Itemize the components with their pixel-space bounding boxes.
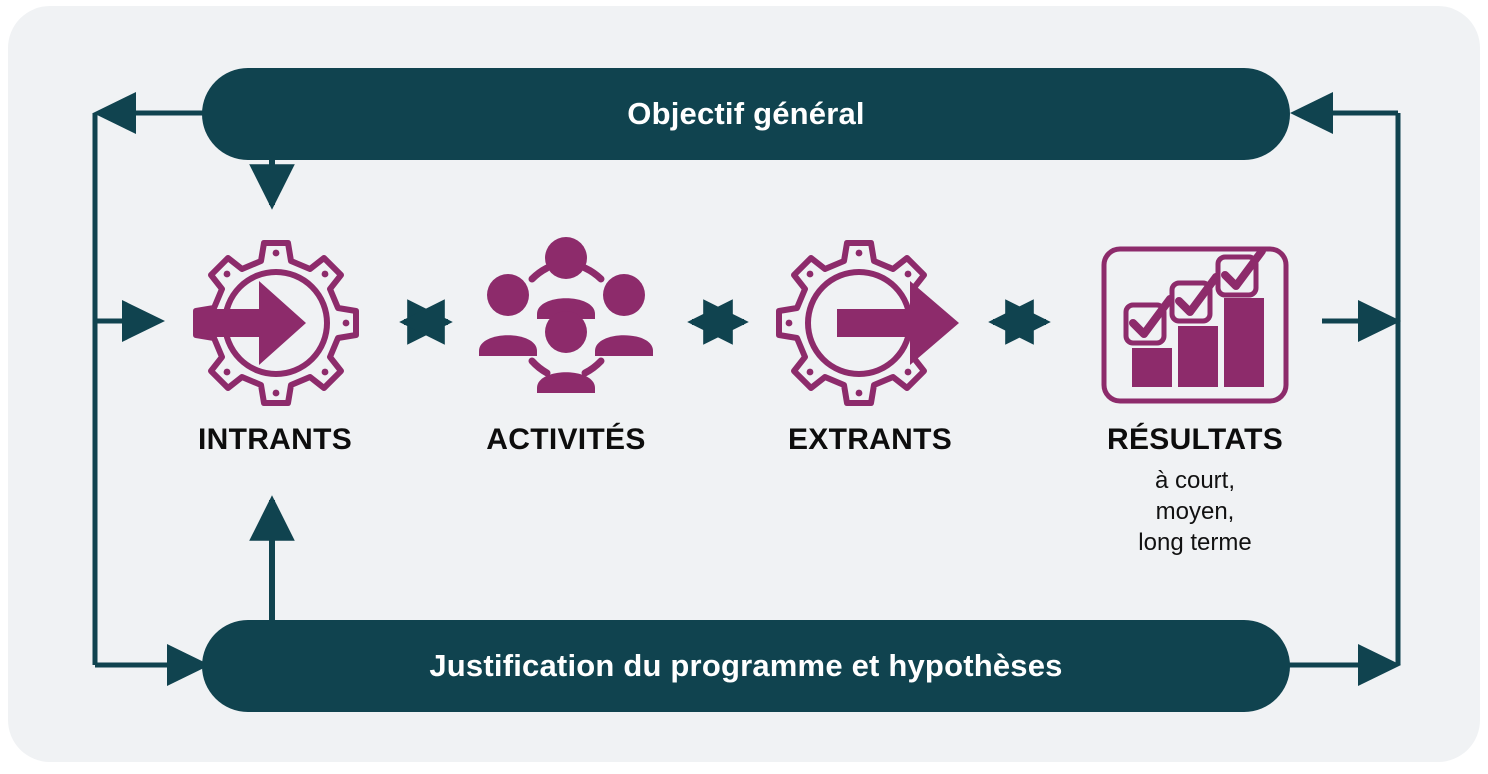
right-feedback-loop — [1288, 92, 1402, 686]
checkbox-2 — [1169, 273, 1220, 324]
node-extrants-label: EXTRANTS — [787, 423, 953, 456]
people-network-icon — [479, 237, 653, 393]
node-resultats-sublabel: à court, moyen, long terme — [1138, 467, 1252, 556]
bar-chart-checkmarks-icon — [1101, 246, 1289, 404]
bar-3 — [1224, 298, 1264, 387]
node-activites[interactable]: ACTIVITÉS — [466, 235, 666, 457]
arrow-out-glyph — [837, 281, 959, 365]
gear-arrow-in-icon — [193, 240, 359, 406]
bar-1 — [1132, 348, 1172, 387]
justification-programme-label: Justification du programme et hypothèses — [429, 648, 1063, 683]
node-activites-label: ACTIVITÉS — [486, 423, 646, 456]
person-right — [595, 274, 653, 356]
bar-2 — [1178, 326, 1218, 387]
checkbox-1 — [1123, 295, 1174, 346]
person-bottom — [537, 311, 595, 393]
node-resultats-label: RÉSULTATS — [1106, 423, 1284, 456]
checkbox-3 — [1215, 247, 1266, 298]
objectif-general-label: Objectif général — [627, 96, 865, 131]
node-extrants[interactable]: EXTRANTS — [770, 235, 970, 457]
left-feedback-loop — [92, 92, 215, 686]
justification-programme-bar[interactable]: Justification du programme et hypothèses — [202, 620, 1290, 712]
gear-arrow-out-icon — [776, 240, 959, 406]
objectif-general-bar[interactable]: Objectif général — [202, 68, 1290, 160]
arrow-in-glyph — [198, 281, 306, 365]
node-intrants[interactable]: INTRANTS — [175, 235, 375, 457]
node-resultats[interactable]: RÉSULTATS à court, moyen, long terme — [1075, 235, 1315, 559]
person-top — [537, 237, 595, 319]
node-intrants-label: INTRANTS — [197, 423, 353, 456]
person-left — [479, 274, 537, 356]
